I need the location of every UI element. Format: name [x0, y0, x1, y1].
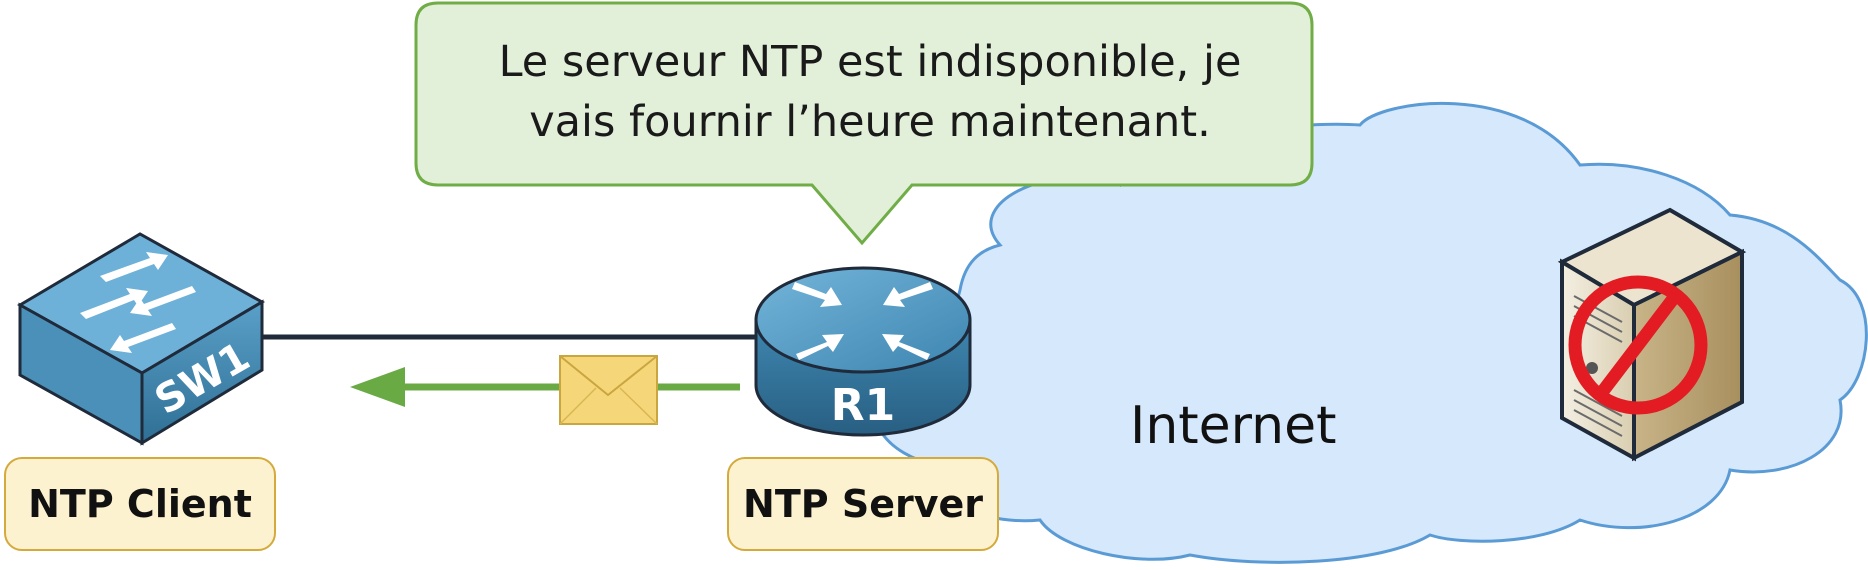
- router-icon: [754, 266, 972, 437]
- switch-icon: [16, 232, 266, 446]
- router-name: R1: [831, 380, 896, 431]
- ntp-client-label: NTP Client: [4, 457, 276, 551]
- internet-label: Internet: [1130, 396, 1337, 456]
- speech-bubble-line-1: Le serveur NTP est indisponible, je: [498, 37, 1242, 87]
- prohibited-icon: [1568, 275, 1708, 415]
- speech-bubble-text: Le serveur NTP est indisponible, je vais…: [420, 32, 1320, 152]
- speech-bubble: [414, 1, 1314, 246]
- envelope-icon: [559, 355, 658, 425]
- speech-bubble-line-2: vais fournir l’heure maintenant.: [529, 97, 1211, 147]
- arrow-left-icon: [350, 367, 740, 407]
- ntp-server-label: NTP Server: [727, 457, 999, 551]
